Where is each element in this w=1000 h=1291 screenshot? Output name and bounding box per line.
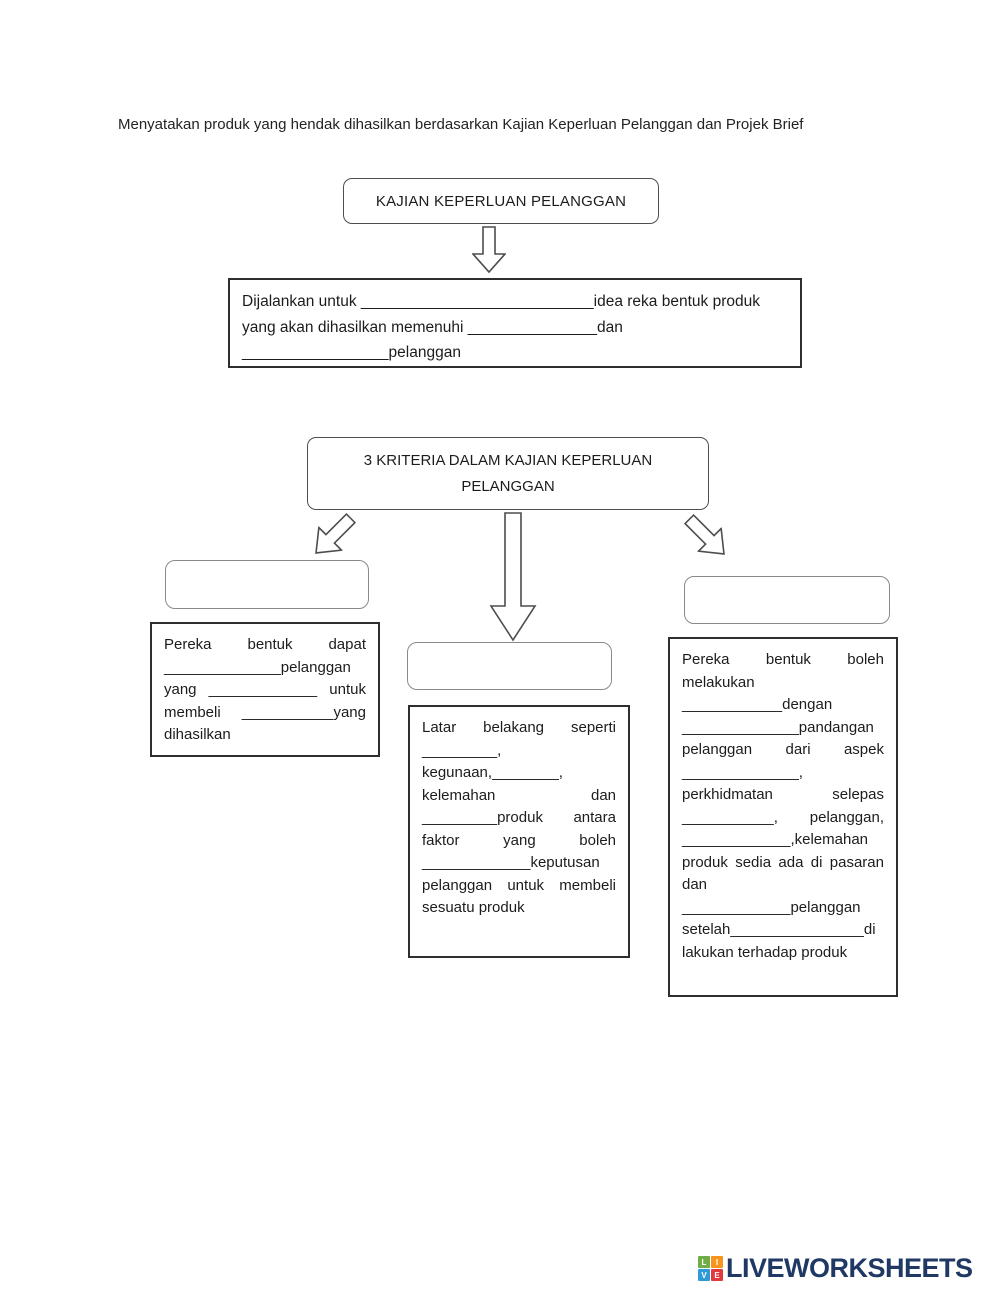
root-box: KAJIAN KEPERLUAN PELANGGAN xyxy=(343,178,659,224)
down-arrow-icon xyxy=(472,226,506,274)
logo-square-l: L xyxy=(698,1256,710,1268)
logo-square-i: I xyxy=(711,1256,723,1268)
note-box-left: Pereka bentuk dapat ______________pelang… xyxy=(150,622,380,757)
instruction-text: Menyatakan produk yang hendak dihasilkan… xyxy=(118,116,804,133)
answer-box-right[interactable] xyxy=(684,576,890,624)
note-box-center: Latar belakang seperti _________, keguna… xyxy=(408,705,630,958)
logo-letter-grid: L I V E xyxy=(698,1256,723,1281)
long-down-arrow-icon xyxy=(489,512,537,642)
answer-box-left[interactable] xyxy=(165,560,369,609)
criteria-box: 3 KRITERIA DALAM KAJIAN KEPERLUAN PELANG… xyxy=(307,437,709,510)
logo-square-e: E xyxy=(711,1269,723,1281)
logo-square-v: V xyxy=(698,1269,710,1281)
answer-box-center[interactable] xyxy=(407,642,612,690)
down-right-arrow-icon xyxy=(677,507,738,568)
criteria-box-label: 3 KRITERIA DALAM KAJIAN KEPERLUAN PELANG… xyxy=(363,452,653,495)
down-left-arrow-icon xyxy=(303,506,364,567)
brand-wordmark: LIVEWORKSHEETS xyxy=(726,1253,973,1283)
root-box-label: KAJIAN KEPERLUAN PELANGGAN xyxy=(375,192,627,210)
purpose-box: Dijalankan untuk _______________________… xyxy=(228,278,802,368)
liveworksheets-logo: L I V E LIVEWORKSHEETS xyxy=(698,1253,973,1284)
note-box-right: Pereka bentuk boleh melakukan __________… xyxy=(668,637,898,997)
